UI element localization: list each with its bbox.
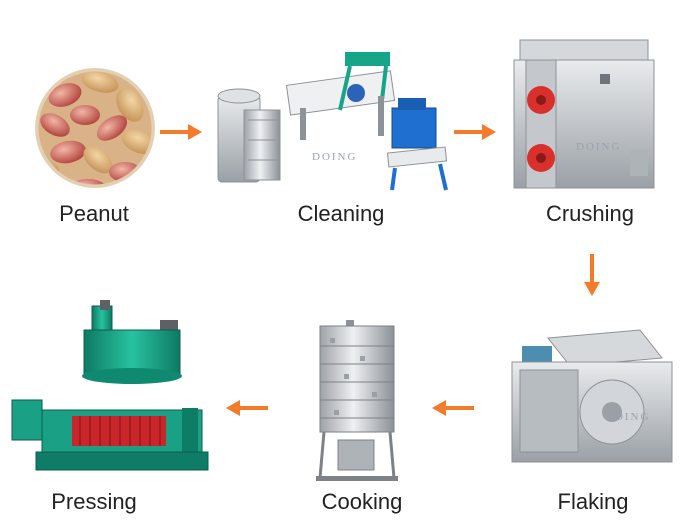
step-label-pressing: Pressing xyxy=(51,489,137,514)
step-label-flaking: Flaking xyxy=(557,489,629,514)
arrow-flaking-to-cooking xyxy=(432,400,474,416)
flaking-watermark: DOING xyxy=(605,411,650,423)
arrow-cleaning-to-crushing xyxy=(454,124,496,140)
step-label-cleaning: Cleaning xyxy=(297,201,385,226)
cleaning-watermark: DOING xyxy=(312,151,357,163)
step-label-peanut: Peanut xyxy=(59,201,129,226)
step-label-cooking: Cooking xyxy=(321,489,403,514)
crushing-watermark: DOING xyxy=(576,141,621,153)
arrow-cooking-to-pressing xyxy=(226,400,268,416)
arrow-crushing-to-flaking xyxy=(584,254,600,296)
step-label-crushing: Crushing xyxy=(545,201,635,226)
arrow-peanut-to-cleaning xyxy=(160,124,202,140)
